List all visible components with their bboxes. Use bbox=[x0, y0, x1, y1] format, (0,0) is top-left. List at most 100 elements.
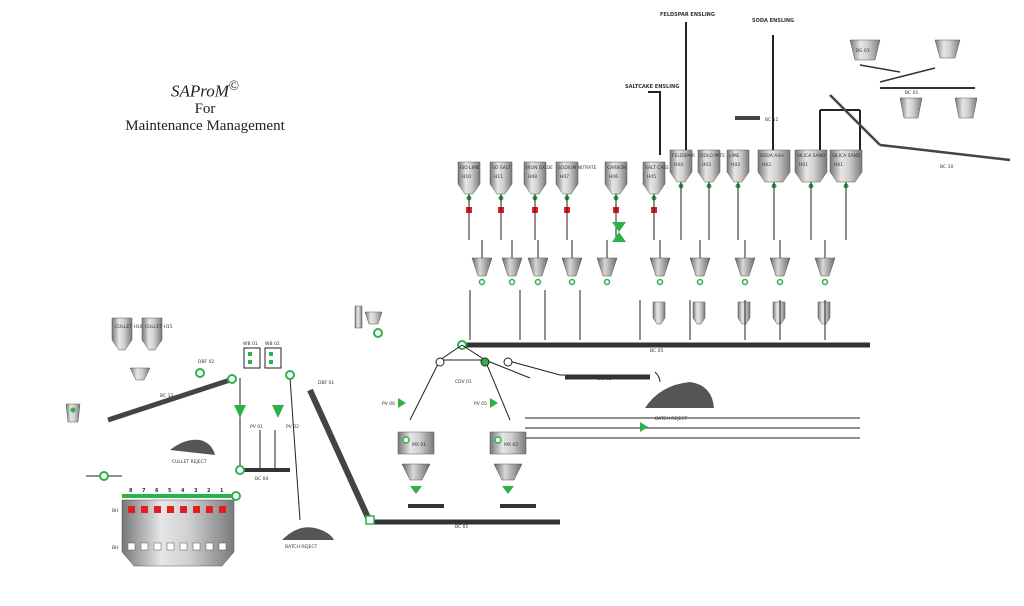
hopper-number: 5 bbox=[168, 488, 172, 494]
wb02-valve[interactable] bbox=[285, 370, 295, 380]
cullet-conveyor-head[interactable] bbox=[227, 374, 237, 384]
hopper-alarm bbox=[193, 506, 200, 513]
silo-name: DOLO MITE bbox=[700, 153, 725, 159]
weigh-hopper-3[interactable] bbox=[527, 240, 549, 286]
hopper-number: 7 bbox=[142, 488, 146, 494]
weigh-hopper-6[interactable] bbox=[649, 240, 671, 325]
output-valve[interactable] bbox=[640, 422, 648, 432]
row-label-bottom: BH bbox=[112, 545, 118, 551]
hopper-number: 8 bbox=[129, 488, 133, 494]
bottom-conveyor[interactable]: BC 01 bbox=[307, 388, 560, 530]
diverter-right[interactable] bbox=[480, 357, 490, 367]
discharge-valve[interactable] bbox=[502, 486, 514, 494]
silo-name: SALT CAKE bbox=[645, 165, 669, 171]
carbon-valve[interactable] bbox=[612, 222, 626, 242]
mixer-status bbox=[494, 436, 502, 444]
dbf02-valve[interactable] bbox=[195, 368, 205, 378]
gate-valve[interactable] bbox=[821, 278, 829, 286]
gate-valve[interactable] bbox=[478, 278, 486, 286]
hopper-alarm bbox=[206, 506, 213, 513]
inlet-valve[interactable] bbox=[398, 398, 406, 408]
gate-valve[interactable] bbox=[696, 278, 704, 286]
hopper-gate[interactable] bbox=[127, 542, 136, 551]
weigh-boxes: WB 01 WB 02 PV 01 PV 02 BC 04 BATCH REJE… bbox=[234, 341, 334, 550]
hopper-gate[interactable] bbox=[140, 542, 149, 551]
gate-valve[interactable] bbox=[508, 278, 516, 286]
weigh-hopper-10[interactable] bbox=[814, 240, 836, 325]
main-conveyor[interactable]: BC 05 bbox=[460, 290, 870, 354]
diverter-3[interactable] bbox=[503, 357, 513, 367]
label-soda: SODA ENSLING bbox=[752, 18, 794, 24]
inlet-valve[interactable] bbox=[490, 398, 498, 408]
small-bin bbox=[772, 301, 786, 325]
transfer-point[interactable] bbox=[365, 515, 375, 525]
small-bin bbox=[737, 301, 751, 325]
hopper-gate[interactable] bbox=[192, 542, 201, 551]
label-cullet-a: CULLET H16 bbox=[115, 324, 143, 330]
silo-tag: H06 bbox=[609, 174, 618, 180]
weigh-hopper-9[interactable] bbox=[769, 240, 791, 325]
gate-valve[interactable] bbox=[568, 278, 576, 286]
silo-name: SILICA SAND bbox=[832, 153, 861, 159]
weigh-hopper-1[interactable] bbox=[471, 240, 493, 286]
bank-conveyor-valve[interactable] bbox=[231, 491, 241, 501]
hopper-alarm bbox=[128, 506, 135, 513]
hopper-gate[interactable] bbox=[166, 542, 175, 551]
mixer-tag: MX 01 bbox=[412, 442, 426, 448]
label-bc10: BC 10 bbox=[940, 164, 953, 170]
gate-valve[interactable] bbox=[603, 278, 611, 286]
gate-valve[interactable] bbox=[776, 278, 784, 286]
label-batch-reject-right: BATCH REJECT bbox=[655, 416, 688, 422]
diverter-left[interactable] bbox=[435, 357, 445, 367]
hopper-gate[interactable] bbox=[153, 542, 162, 551]
gate-valve[interactable] bbox=[656, 278, 664, 286]
hopper-gate[interactable] bbox=[218, 542, 227, 551]
label-saltcake: SALTCAKE ENSLING bbox=[625, 84, 679, 90]
weigh-hopper-4[interactable] bbox=[561, 240, 583, 286]
gate-valve[interactable] bbox=[534, 278, 542, 286]
label-bc12: BC 12 bbox=[160, 393, 173, 399]
hopper-alarm bbox=[154, 506, 161, 513]
hopper-gate[interactable] bbox=[179, 542, 188, 551]
weigh-hopper-2[interactable] bbox=[501, 240, 523, 286]
label-dbf02: DBF 02 bbox=[198, 359, 214, 365]
silo-tag: H10 bbox=[462, 174, 471, 180]
mixer-status bbox=[402, 436, 410, 444]
label-bc04: BC 04 bbox=[255, 476, 268, 482]
gate-valve[interactable] bbox=[741, 278, 749, 286]
small-bin bbox=[692, 301, 706, 325]
weigh-hopper-7[interactable] bbox=[689, 240, 711, 325]
label-wb01: WB 01 bbox=[243, 341, 258, 347]
weigh-hopper-8[interactable] bbox=[734, 240, 756, 325]
silo-name: SO SALT bbox=[492, 165, 511, 171]
weigh-hopper-5[interactable] bbox=[596, 240, 618, 286]
hopper-alarm bbox=[219, 506, 226, 513]
hopper-alarm bbox=[180, 506, 187, 513]
hopper-gate[interactable] bbox=[205, 542, 214, 551]
discharge-valve[interactable] bbox=[410, 486, 422, 494]
label-wb02: WB 02 bbox=[265, 341, 280, 347]
mixer-tag: MX 02 bbox=[504, 442, 518, 448]
brand-mark: © bbox=[228, 78, 240, 93]
bc04-valve[interactable] bbox=[235, 465, 245, 475]
silo-tag: H01 bbox=[799, 162, 808, 168]
left-icons bbox=[65, 305, 383, 481]
label-bc11: BC 11 bbox=[765, 117, 778, 123]
silo-tag: H02 bbox=[731, 162, 740, 168]
